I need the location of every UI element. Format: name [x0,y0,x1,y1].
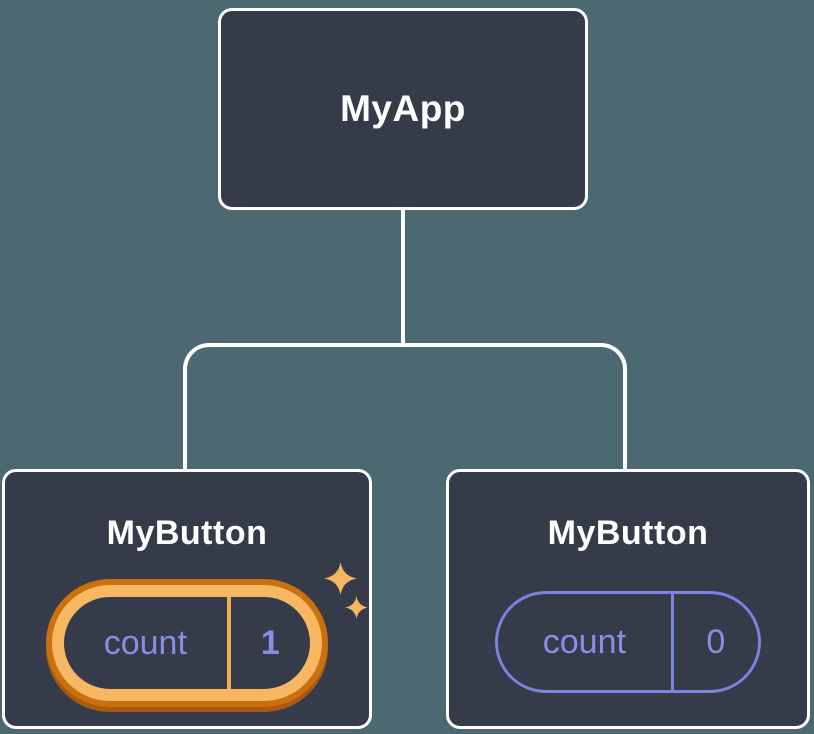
state-value: 1 [260,623,280,662]
connector-branch-bracket [183,343,627,470]
node-mybutton-highlighted: MyButton count 1 [2,469,372,729]
node-mybutton-normal-label: MyButton [547,514,709,552]
sparkle-icon [324,562,357,595]
node-mybutton-normal: MyButton count 0 [446,469,810,729]
node-myapp-label: MyApp [340,88,466,129]
pill-divider [670,594,674,690]
state-name: count [542,622,626,661]
connector-root-stem [401,210,405,346]
node-mybutton-highlighted-label: MyButton [106,514,268,552]
sparkle-icon [345,596,368,619]
node-myapp: MyApp [218,8,588,210]
state-name: count [103,623,187,662]
state-pill-highlighted: count 1 [52,585,322,701]
pill-divider [226,597,231,689]
state-pill-normal: count 0 [495,591,761,693]
state-value: 0 [706,622,726,661]
